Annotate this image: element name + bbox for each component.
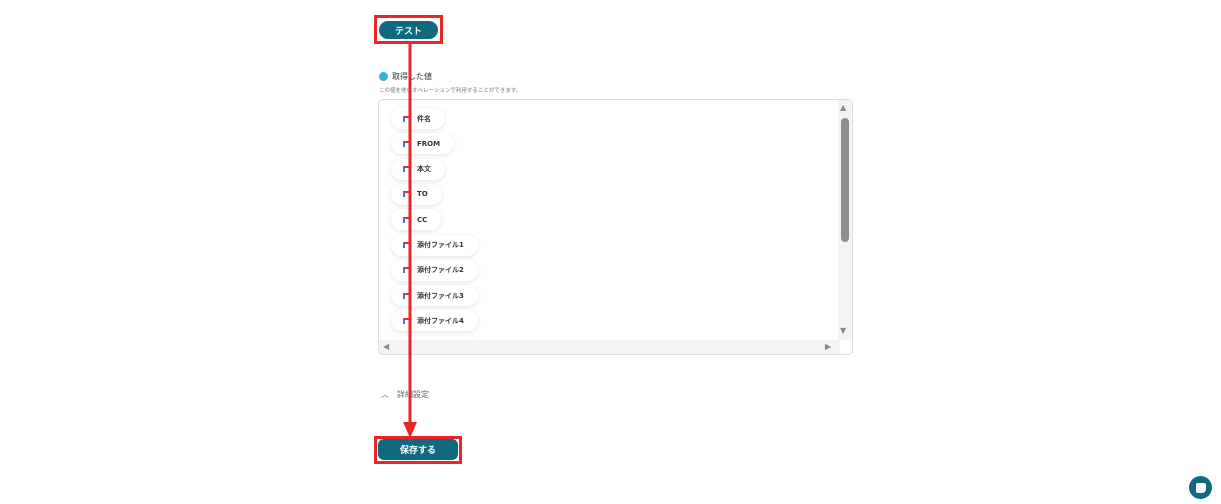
list-item-label: FROM [417,139,441,148]
list-item-label: TO [417,190,428,199]
gmail-icon [403,191,411,198]
section-caption: この値を他のオペレーションで利用することができます。 [379,88,522,94]
scroll-down-icon[interactable]: ▼ [840,326,847,335]
list-item[interactable]: TO [391,183,442,205]
list-item[interactable]: 件名 [391,108,445,129]
gmail-icon [403,267,411,274]
gmail-icon [403,115,411,122]
list-item[interactable]: FROM [391,133,455,155]
list-item-label: 添付ファイル4 [417,316,464,325]
gmail-icon [403,166,411,173]
list-item-label: 添付ファイル3 [417,291,464,300]
horizontal-scrollbar[interactable]: ◀ ▶ [379,340,840,354]
section-title: 取得した値 [379,71,432,82]
list-item-label: 本文 [417,165,431,174]
list-item-label: CC [417,215,428,224]
gmail-icon [403,140,411,147]
gmail-icon [403,216,411,223]
scroll-up-icon[interactable]: ▲ [840,103,847,112]
list-item-label: 件名 [417,114,431,123]
scroll-right-icon[interactable]: ▶ [825,342,832,351]
test-button[interactable]: テスト [379,21,438,39]
gmail-icon [403,317,411,324]
list-item[interactable]: 添付ファイル3 [391,285,478,307]
gmail-icon [403,292,411,299]
chat-icon [1195,482,1206,493]
section-title-text: 取得した値 [392,72,432,81]
vertical-scrollbar[interactable]: ▲ ▼ [838,100,852,340]
gmail-icon [403,242,411,248]
list-item[interactable]: 添付ファイル1 [391,234,478,256]
list-item[interactable]: 添付ファイル2 [391,259,478,281]
list-item-label: 添付ファイル2 [417,266,464,275]
info-icon [379,72,388,81]
save-button[interactable]: 保存する [378,439,458,460]
list-item[interactable]: CC [391,209,442,231]
advanced-settings-label: 詳細設定 [397,390,429,399]
chat-button[interactable] [1189,476,1212,499]
scrollbar-thumb[interactable] [841,118,849,242]
output-values-list[interactable]: 件名 FROM 本文 TO CC 添付ファイル1 添付ファイル2 添付ファイル3 添付ファイル4… [378,99,853,355]
list-item[interactable]: 添付ファイル4 [391,310,478,332]
advanced-settings-toggle[interactable]: ︿ 詳細設定 [381,389,429,400]
list-item-label: 添付ファイル1 [417,241,464,249]
scroll-left-icon[interactable]: ◀ [383,342,390,351]
chevron-up-icon: ︿ [381,390,389,399]
list-item[interactable]: 本文 [391,158,445,180]
